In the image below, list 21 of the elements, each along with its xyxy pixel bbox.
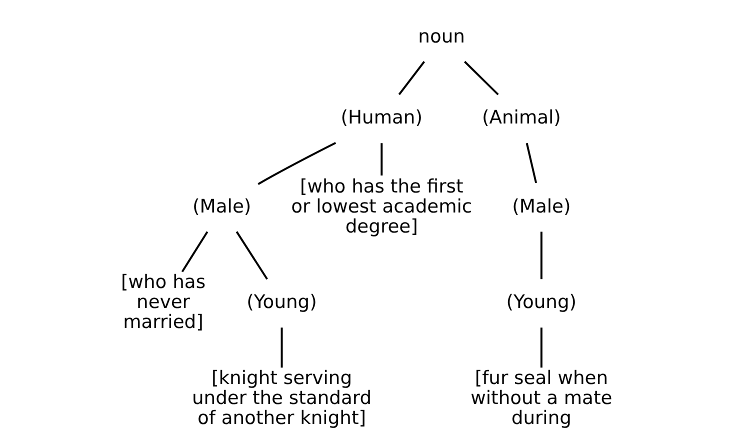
connector <box>236 231 268 280</box>
connector <box>540 232 542 280</box>
connector <box>258 142 336 186</box>
node-text: (Male) <box>512 196 571 218</box>
connector <box>181 231 208 272</box>
connector <box>280 328 283 368</box>
node-text: [fur seal when without a mate during <box>470 368 612 430</box>
node-text: (Human) <box>340 108 422 129</box>
node-text: [knight serving under the standard of another knight] <box>192 368 372 430</box>
node-text: (Male) <box>192 196 252 218</box>
node-text: (Young) <box>246 292 317 314</box>
connector <box>398 61 426 96</box>
connector <box>540 328 542 368</box>
node-text: (Animal) <box>482 108 561 129</box>
node-text: [who has never married] <box>120 272 206 334</box>
connector <box>380 143 383 176</box>
connector <box>464 60 499 96</box>
connector <box>526 142 538 184</box>
node-text: (Young) <box>506 292 577 314</box>
node-text: noun <box>418 26 465 48</box>
node-text: [who has the first or lowest academic degree] <box>291 176 472 238</box>
